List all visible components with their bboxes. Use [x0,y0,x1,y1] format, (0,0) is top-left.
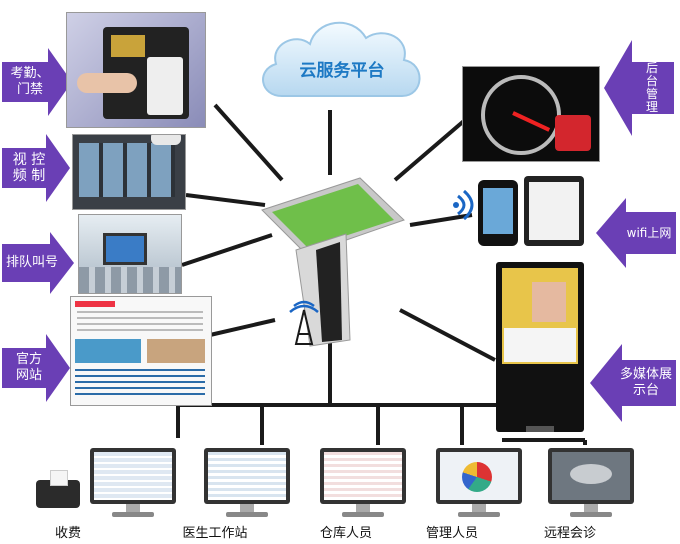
arrow-queue: 排队叫号 [2,232,74,294]
label-remote-consultation: 远程会诊 [543,526,596,541]
line-website [209,318,276,337]
line-video [185,193,266,207]
monitor-billing [90,448,176,518]
arrow-queue-line1: 排队叫号 [5,255,58,270]
wifi-icon [452,188,478,222]
arrow-backend: 后 台 管 理 [604,40,674,136]
backend-management-photo [462,66,600,162]
line-attendance [213,103,284,182]
arrow-video: 视 控 频 制 [2,134,70,202]
cloud-icon [262,21,421,97]
monitor-doctor [204,448,290,518]
arrow-kiosk-line2: 示台 [632,383,659,398]
queue-photo [78,214,182,294]
arrow-video-line2: 频 制 [12,168,46,184]
line-wifi [409,213,473,227]
central-kiosk [261,177,405,347]
arrow-kiosk-line1: 多媒体展 [619,367,672,382]
label-billing: 收费 [54,526,81,541]
arrow-attendance-line2: 门禁 [16,82,43,97]
monitor-management [436,448,522,518]
arrow-backend-line1: 后 [645,61,658,75]
arrow-kiosk: 多媒体展 示台 [590,344,676,422]
line-backend [393,118,467,182]
monitor-warehouse [320,448,406,518]
line-kiosk [399,308,496,362]
arrow-backend-line3: 管 [645,87,658,101]
line-queue [181,233,273,267]
video-surveillance-photo [72,134,186,210]
label-doctor-workstation: 医生工作站 [182,526,248,541]
arrow-wifi: wifi上网 [596,198,676,268]
website-photo [70,296,212,406]
arrow-website-line1: 官方 [15,352,42,367]
monitor-remote-consultation [548,448,634,518]
arrow-video-line1: 视 控 [12,152,46,168]
label-management-staff: 管理人员 [425,526,478,541]
arrow-website: 官方 网站 [2,334,70,402]
arrow-wifi-line1: wifi上网 [626,226,672,240]
attendance-photo [66,12,206,128]
mobile-devices-photo [478,176,586,248]
multimedia-kiosk-photo [496,262,584,432]
signal-tower-icon [289,300,319,345]
arrow-attendance: 考勤、 门禁 [2,48,72,116]
arrow-backend-line2: 台 [645,74,658,88]
arrow-attendance-line1: 考勤、 [10,66,50,81]
receipt-printer-icon [36,470,80,508]
cloud-service-label: 云服务平台 [299,61,385,81]
arrow-backend-line4: 理 [645,100,658,114]
label-warehouse-staff: 仓库人员 [319,526,372,541]
arrow-website-line2: 网站 [15,368,42,383]
